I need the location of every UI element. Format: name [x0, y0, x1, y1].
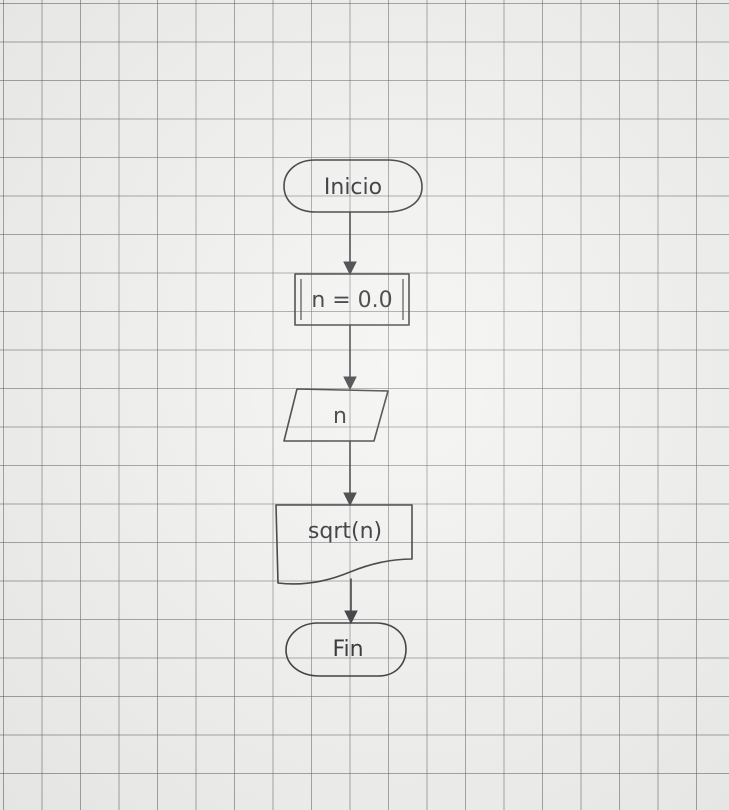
process-box-shape: [294, 273, 410, 326]
output-label: sqrt(n): [308, 519, 382, 544]
input-label: n: [333, 404, 347, 429]
edge-input-to-output: [343, 440, 357, 507]
node-end: Fin: [285, 622, 407, 677]
edge-output-to-end: [344, 578, 358, 625]
input-parallelogram-shape: [283, 388, 389, 442]
start-terminal-shape: [283, 159, 423, 213]
init-label: n = 0.0: [311, 288, 392, 313]
edge-start-to-init: [343, 211, 357, 276]
node-init: n = 0.0: [294, 273, 410, 326]
end-terminal-shape: [285, 622, 407, 677]
node-input: n: [283, 388, 389, 442]
end-label: Fin: [332, 637, 363, 662]
start-label: Inicio: [324, 175, 382, 200]
output-document-shape: [275, 504, 413, 585]
node-start: Inicio: [283, 159, 423, 213]
edge-init-to-input: [343, 324, 357, 391]
node-output: sqrt(n): [275, 504, 413, 585]
